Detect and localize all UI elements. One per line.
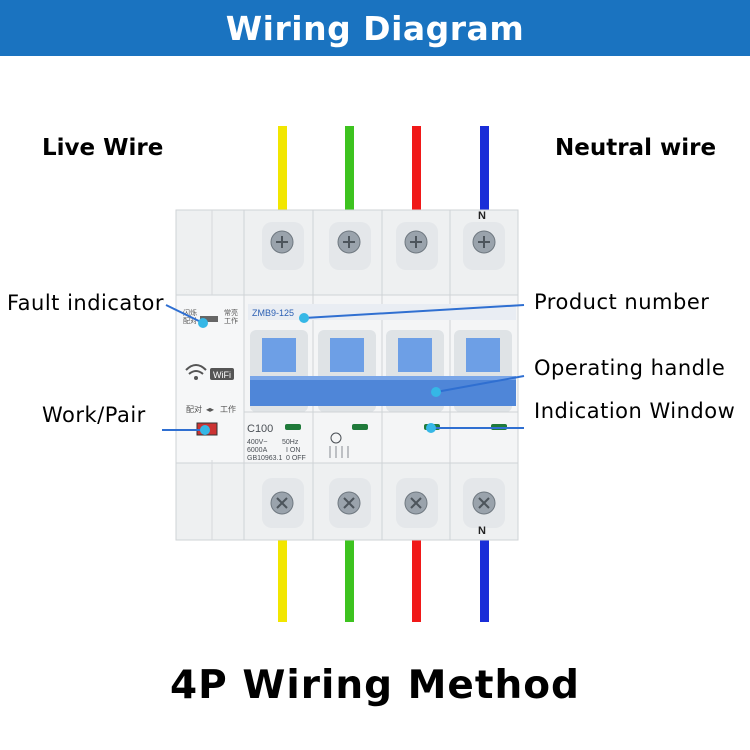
product-number-callout: Product number [534, 290, 710, 314]
on-text: I ON [286, 447, 300, 454]
fault-indicator-led [200, 316, 218, 322]
rating-text: C100 [247, 423, 273, 435]
model-text: ZMB9-125 [252, 308, 294, 318]
model-strip [248, 304, 516, 320]
wire-l2-top [345, 126, 354, 212]
header-bar [0, 0, 750, 56]
standard-text: GB10963.1 [247, 455, 283, 462]
wire-l2-bottom [345, 538, 354, 622]
breaking-capacity-text: 6000A [247, 447, 268, 454]
work-label-top: 工作 [224, 316, 238, 325]
wifi-badge-text: WiFi [213, 370, 231, 380]
callout-dots [198, 313, 441, 435]
indication-window-callout: Indication Window [534, 399, 736, 423]
work-label: 工作 [220, 404, 236, 414]
wire-n-top [480, 126, 489, 212]
always-on-label: 常亮 [224, 308, 238, 317]
off-text: 0 OFF [286, 455, 306, 462]
wire-l1-bottom [278, 538, 287, 622]
wifi-badge [210, 368, 234, 380]
operating-handles [250, 338, 516, 406]
live-wire-label: Live Wire [42, 135, 164, 161]
frequency-text: 50Hz [282, 439, 299, 446]
fault-indicator-callout: Fault indicator [7, 291, 165, 315]
operating-handle-callout: Operating handle [534, 356, 726, 380]
top-screws [262, 222, 505, 270]
circuit-symbol-icon [329, 446, 349, 458]
voltage-text: 400V~ [247, 439, 267, 446]
certification-mark-icon [330, 432, 342, 444]
wire-n-bottom [480, 538, 489, 622]
neutral-mark-top: N [478, 210, 486, 222]
wire-l1-top [278, 126, 287, 212]
neutral-mark-bottom: N [478, 525, 486, 537]
wire-l3-top [412, 126, 421, 212]
pair-label: 配对 [186, 404, 202, 414]
page-title: Wiring Diagram [225, 9, 525, 48]
callout-lines [162, 304, 525, 431]
wire-l3-bottom [412, 538, 421, 622]
work-pair-callout: Work/Pair [42, 403, 146, 427]
neutral-wire-label: Neutral wire [555, 135, 717, 161]
pair-label-top: 配对 [183, 316, 197, 325]
bottom-screws [262, 478, 505, 528]
wifi-icon [185, 364, 207, 375]
footer-title: 4P Wiring Method [170, 663, 580, 708]
switch-arrows-icon: ◂▸ [206, 405, 214, 414]
flash-label: 闪烁 [183, 308, 197, 317]
